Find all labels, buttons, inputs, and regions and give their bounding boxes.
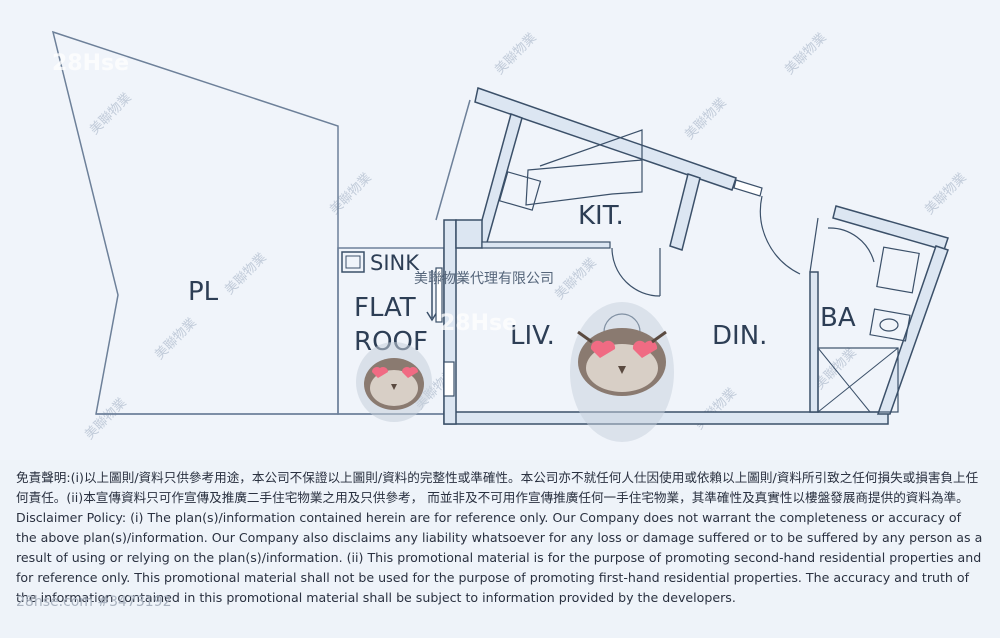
watermark-3: 美聯物業 (327, 170, 375, 218)
bottom-wall (443, 411, 889, 425)
owl-mascot-icon (356, 342, 432, 422)
pl-area (51, 30, 339, 415)
watermark-7: 美聯物業 (922, 170, 970, 218)
bathroom-partition (809, 217, 819, 273)
watermark-8: 美聯物業 (152, 315, 200, 363)
diagonal-watermarks: 美聯物業 美聯物業 美聯物業 美聯物業 美聯物業 美聯物業 美聯物業 美聯物業 … (82, 30, 970, 443)
disclaimer-english: Disclaimer Policy: (i) The plan(s)/infor… (16, 510, 983, 605)
footer-watermark: 28hse.com #3473192 (16, 594, 172, 610)
watermark-2: 美聯物業 (222, 250, 270, 298)
kitchen-right-wall (669, 173, 701, 251)
watermark-5: 美聯物業 (682, 95, 730, 143)
bathroom-right-wall (876, 245, 949, 415)
bathroom-left-wall (809, 271, 819, 413)
room-label-din: DIN. (712, 321, 767, 351)
kitchen-counter-edge (481, 241, 611, 249)
watermark-1: 美聯物業 (87, 90, 135, 138)
bathroom-door-swing (827, 227, 875, 263)
room-label-flat: FLAT (354, 293, 416, 323)
basin-icon (869, 308, 911, 342)
kitchen-inner-wall (475, 113, 523, 248)
window (435, 267, 443, 323)
flat-roof-window (443, 361, 455, 397)
kitchen-door-swing (611, 247, 661, 297)
watermark-4: 美聯物業 (492, 30, 540, 78)
kitchen-counter (525, 159, 643, 206)
kitchen-left-wall (435, 99, 471, 221)
room-label-kit: KIT. (578, 201, 624, 231)
brand-watermark-center: 28Hse (440, 311, 517, 336)
watermark-10: 美聯物業 (692, 385, 740, 433)
sink-basin-icon (345, 255, 361, 269)
watermark-9: 美聯物業 (552, 255, 600, 303)
agency-watermark: 美聯物業代理有限公司 (414, 271, 554, 287)
disclaimer: 免責聲明:(i)以上圖則/資料只供參考用途，本公司不保證以上圖則/資料的完整性或… (16, 468, 984, 608)
kitchen-bottom-wall (455, 219, 483, 249)
kitchen-top-wall-ext (733, 179, 763, 197)
toilet-tank-icon (876, 246, 920, 294)
room-label-pl: PL (188, 277, 219, 307)
room-label-sink: SINK (370, 251, 420, 275)
watermark-11: 美聯物業 (82, 395, 130, 443)
stove-icon (498, 171, 542, 211)
owl-mascot-large-icon (570, 302, 674, 442)
kitchen-counter-top (539, 129, 643, 167)
brand-watermark-top: 28Hse (52, 51, 129, 76)
disclaimer-chinese: 免責聲明:(i)以上圖則/資料只供參考用途，本公司不保證以上圖則/資料的完整性或… (16, 470, 979, 505)
room-label-ba: BA (820, 303, 856, 333)
room-label-liv: LIV. (510, 321, 555, 351)
arrow-head-icon (426, 311, 438, 322)
basin-bowl-icon (879, 318, 899, 332)
watermark-6: 美聯物業 (782, 30, 830, 78)
shower-diagonal-2 (817, 347, 871, 413)
shower-diagonal-1 (817, 347, 899, 413)
sink-icon (341, 251, 365, 273)
floor-plan: 美聯物業 美聯物業 美聯物業 美聯物業 美聯物業 美聯物業 美聯物業 美聯物業 … (51, 29, 970, 443)
dining-door-swing (759, 195, 801, 275)
shower-tray-icon (817, 347, 899, 413)
kitchen-top-wall (474, 87, 737, 191)
